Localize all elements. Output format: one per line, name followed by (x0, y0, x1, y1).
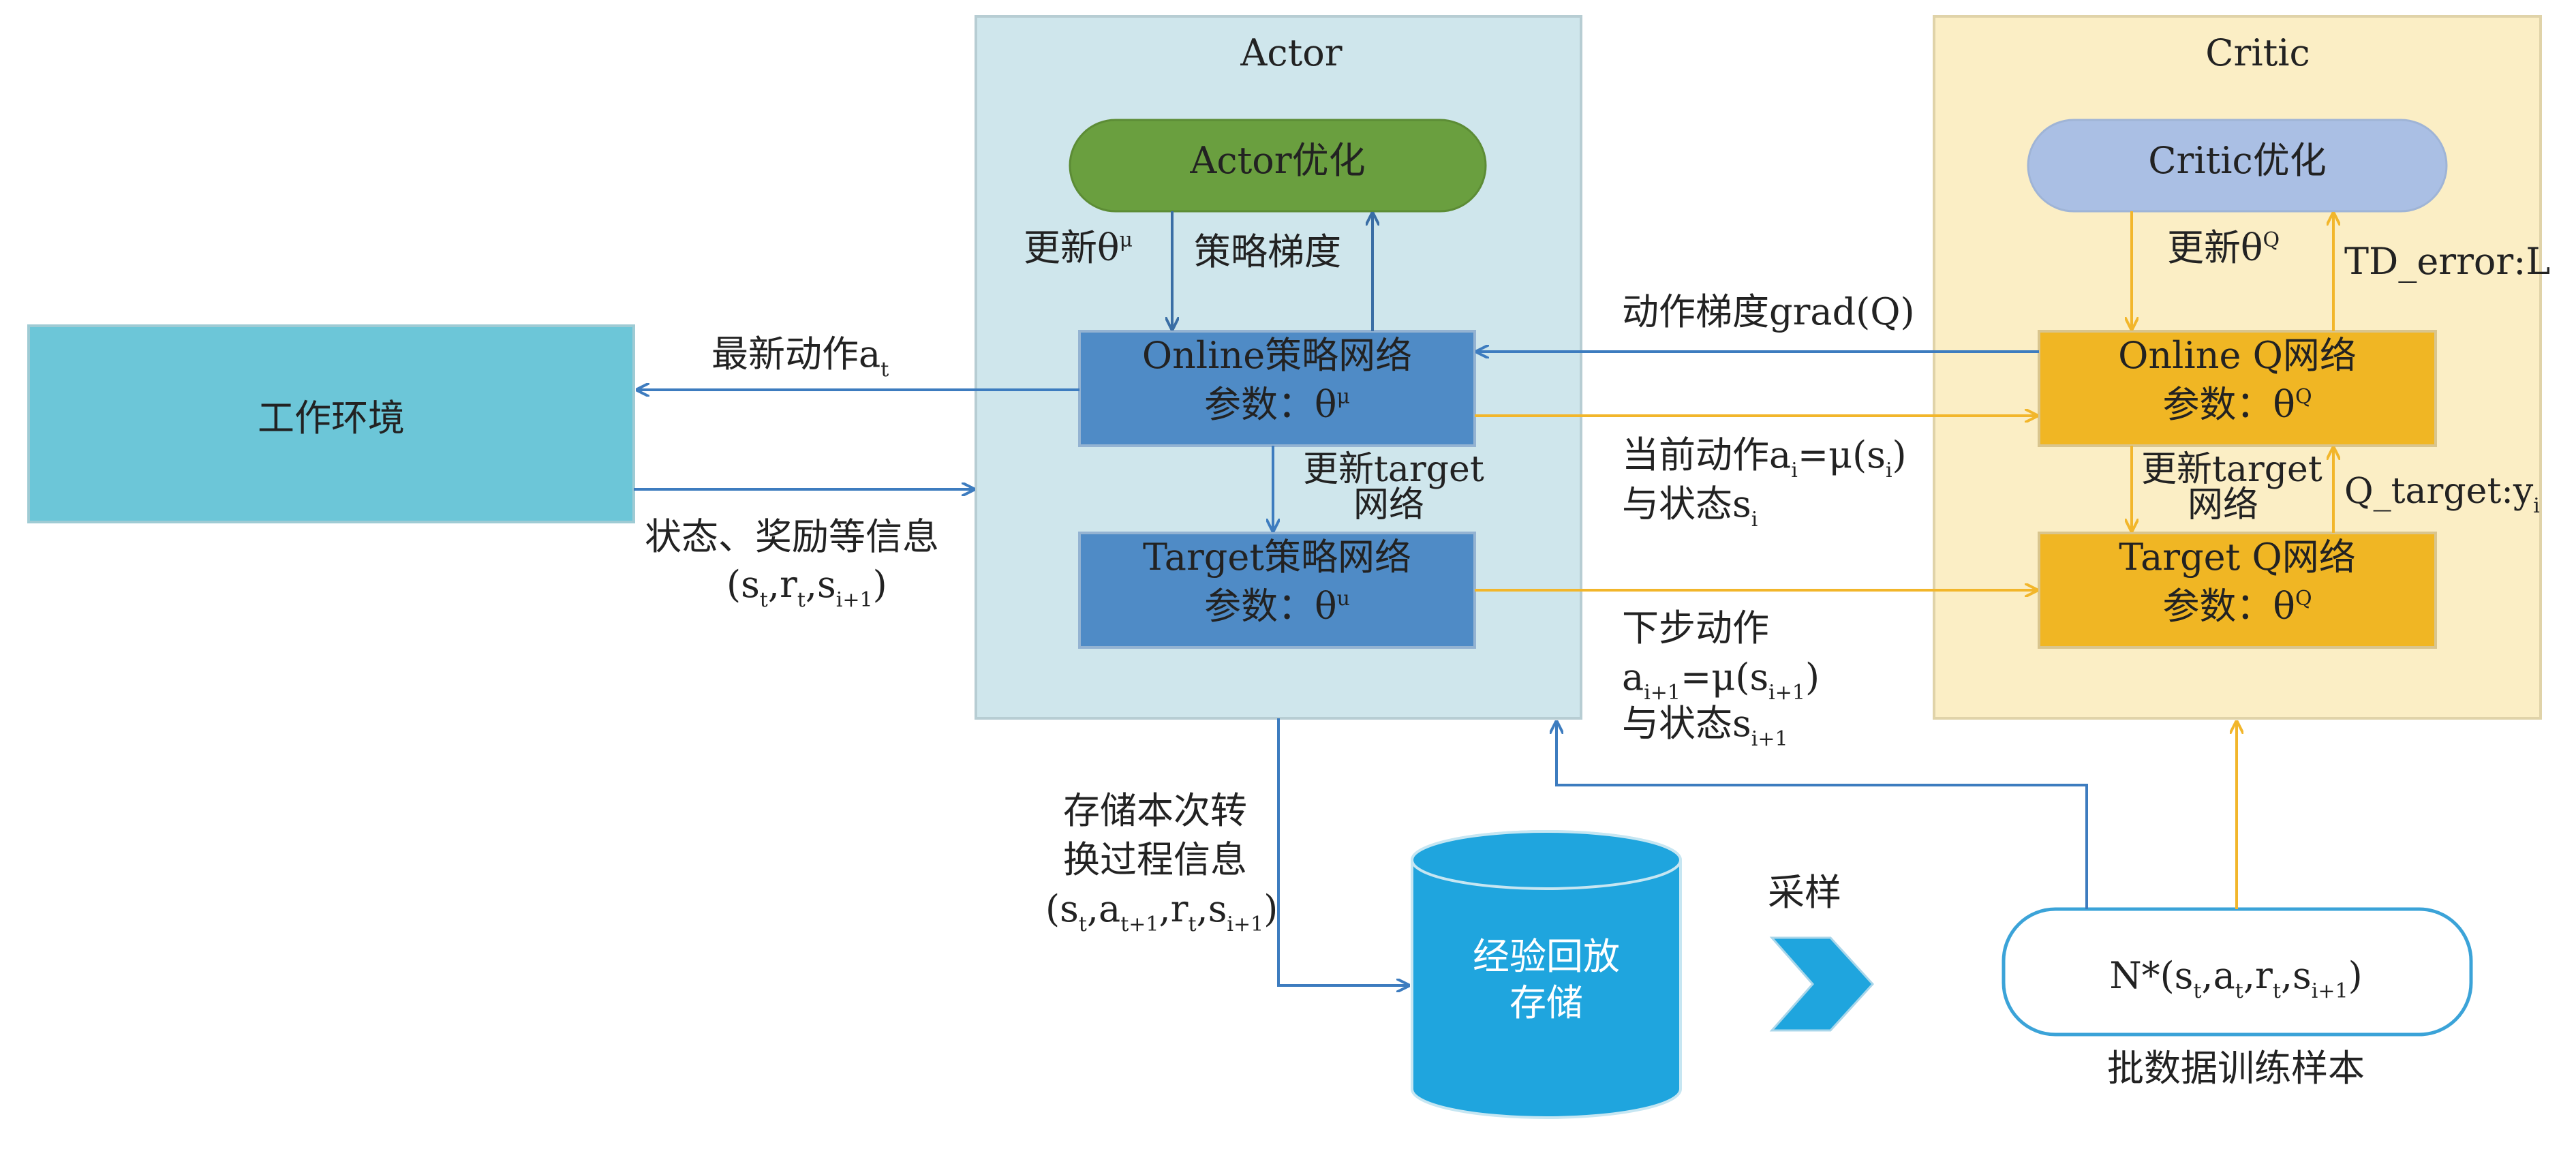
latest-action-label: 最新动作at (711, 333, 889, 382)
replay-buffer-label-1: 经验回放 (1473, 935, 1620, 978)
sample-label: 采样 (1768, 871, 1841, 914)
critic-online-network-name: Online Q网络 (2118, 334, 2357, 377)
arrow-batch-to-actor (1557, 721, 2088, 909)
actor-update-label: 更新θμ (1024, 226, 1133, 269)
replay-buffer-top (1411, 830, 1682, 890)
critic-target-network (2038, 532, 2437, 649)
arrow-store-transition (1277, 718, 1409, 985)
actor-online-network (1078, 330, 1476, 447)
actor-update-target-1: 更新target (1303, 449, 1484, 490)
action-gradient-label: 动作梯度grad(Q) (1622, 290, 1915, 333)
with-state-label: 与状态si (1622, 482, 1758, 532)
actor-target-network-name: Target策略网络 (1143, 536, 1411, 579)
store-label-1: 存储本次转 (1063, 789, 1247, 832)
critic-title: Critic (2205, 31, 2310, 74)
actor-optimizer (1069, 119, 1487, 213)
batch-caption: 批数据训练样本 (2107, 1047, 2365, 1090)
actor-target-network (1078, 532, 1476, 649)
current-action-label: 当前动作ai=μ(si) (1622, 433, 1907, 482)
with-next-state-label: 与状态si+1 (1622, 702, 1788, 751)
td-error-label: TD_error:L (2344, 240, 2550, 283)
critic-update-target-1: 更新target (2141, 449, 2322, 490)
replay-buffer-label-2: 存储 (1509, 981, 1583, 1024)
critic-update-target-2: 网络 (2188, 485, 2258, 525)
q-target-label: Q_target:yi (2344, 471, 2540, 518)
batch-sample-box (2002, 907, 2473, 1037)
actor-title: Actor (1240, 31, 1342, 74)
critic-optimizer (2027, 119, 2448, 213)
critic-online-network (2038, 330, 2437, 447)
critic-target-network-name: Target Q网络 (2119, 536, 2356, 579)
critic-online-network-param: 参数：θQ (2162, 383, 2312, 426)
policy-gradient-label: 策略梯度 (1194, 230, 1341, 273)
actor-optimizer-label: Actor优化 (1189, 139, 1365, 182)
actor-update-target-2: 网络 (1353, 485, 1424, 525)
next-action-formula: ai+1=μ(si+1) (1622, 656, 1820, 705)
environment-label: 工作环境 (258, 397, 405, 440)
batch-sample-tuple: N*(st,at,rt,si+1) (2109, 954, 2362, 1003)
store-tuple-label: (st,at+1,rt,si+1) (1045, 887, 1278, 936)
state-reward-label: 状态、奖励等信息 (645, 515, 939, 558)
critic-update-label: 更新θQ (2167, 226, 2280, 269)
actor-online-network-param: 参数：θμ (1204, 383, 1350, 426)
store-label-2: 换过程信息 (1063, 838, 1247, 881)
state-tuple-label: (st,rt,si+1) (726, 563, 887, 612)
environment-box (27, 324, 635, 523)
critic-optimizer-label: Critic优化 (2148, 139, 2327, 182)
critic-target-network-param: 参数：θQ (2162, 585, 2312, 628)
next-action-title: 下步动作 (1622, 607, 1769, 649)
sample-chevron-icon (1769, 936, 1875, 1032)
actor-target-network-param: 参数：θu (1204, 585, 1350, 628)
actor-online-network-name: Online策略网络 (1142, 334, 1412, 377)
